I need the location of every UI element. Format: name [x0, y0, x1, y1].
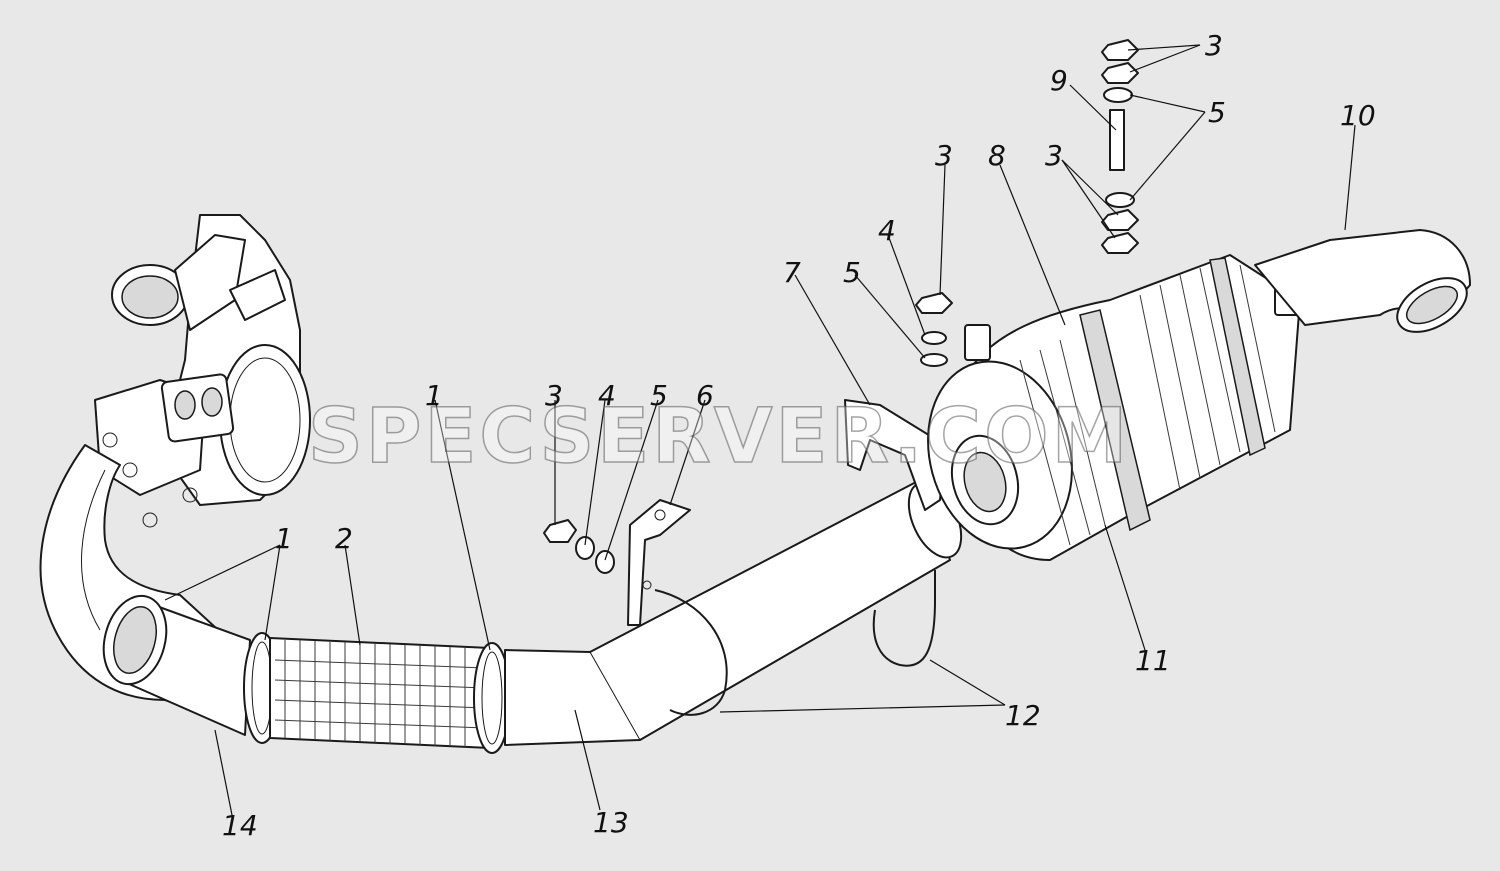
callout-5-left: 5	[650, 379, 668, 412]
callout-4-mid: 4	[878, 214, 896, 247]
callout-6: 6	[696, 379, 714, 412]
callout-8: 8	[988, 139, 1006, 172]
callout-11: 11	[1135, 644, 1171, 677]
callout-4-left: 4	[598, 379, 616, 412]
front-exhaust-pipe	[504, 479, 963, 746]
callout-9: 9	[1050, 64, 1068, 97]
callout-10: 10	[1340, 99, 1376, 132]
turbocharger	[94, 214, 311, 528]
callout-3-right: 3	[1045, 139, 1063, 172]
callout-1-left: 1	[275, 522, 293, 555]
callout-5-top: 5	[1208, 96, 1226, 129]
callout-3-mid: 3	[935, 139, 953, 172]
callout-7: 7	[783, 256, 801, 289]
u-bolt-clamps	[654, 570, 936, 716]
muffler-bracket	[844, 399, 946, 511]
muffler-body	[927, 254, 1301, 561]
callout-labels: 3 9 5 10 3 8 3 4 5 7 1 3 4 5 6 1 2 11 12…	[222, 29, 1376, 842]
intermediate-pipe	[102, 594, 281, 744]
fasteners	[543, 39, 1139, 574]
callout-2: 2	[335, 522, 353, 555]
callout-3-left: 3	[545, 379, 563, 412]
watermark: SPECSERVER.COM	[308, 391, 1130, 480]
callout-12: 12	[1005, 699, 1041, 732]
leader-lines	[164, 44, 1356, 816]
callout-14: 14	[222, 809, 258, 842]
callout-3-top: 3	[1205, 29, 1223, 62]
callout-1-mid: 1	[425, 379, 443, 412]
tail-pipe	[1254, 229, 1471, 333]
callout-5-mid: 5	[843, 256, 861, 289]
callout-13: 13	[593, 806, 629, 839]
pipe-bracket	[627, 499, 691, 626]
flexible-hose	[269, 637, 511, 754]
